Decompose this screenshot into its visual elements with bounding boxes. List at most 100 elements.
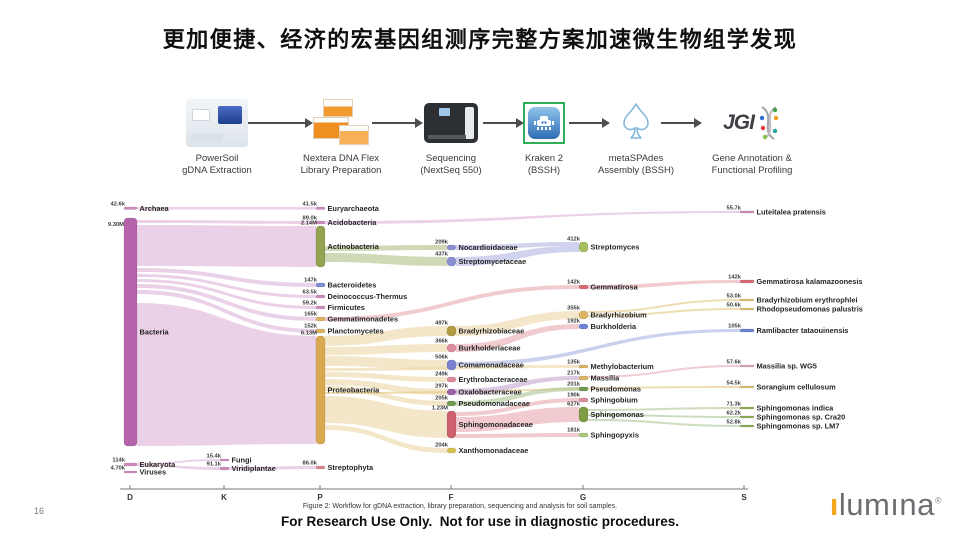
sankey-node — [739, 415, 755, 419]
sankey-flow — [456, 242, 579, 250]
sankey-node-value: 412k — [567, 237, 581, 243]
sankey-node-value: 105k — [728, 324, 742, 330]
sankey-flow — [456, 376, 579, 395]
sankey-node — [578, 432, 589, 438]
sankey-flow — [588, 365, 740, 378]
sankey-node — [739, 328, 755, 333]
sankey-node — [315, 335, 326, 445]
sankey-node-label: Rhodopseudomonas palustris — [757, 305, 863, 314]
logo-accent-bar: ı — [829, 487, 839, 522]
sankey-node-value: 217k — [567, 371, 581, 377]
sankey-node — [739, 424, 755, 428]
step-sublabel: (BSSH) — [527, 165, 561, 177]
sankey-node — [123, 217, 138, 447]
sankey-node-label: Bradyrhizobiaceae — [459, 327, 525, 336]
workflow-step-nextera: Nextera DNA Flex Library Preparation — [281, 97, 401, 178]
sankey-flow — [456, 324, 579, 352]
sankey-flow — [325, 344, 447, 355]
arrow-right-icon — [483, 118, 524, 128]
sankey-node-value: 54.5k — [726, 381, 741, 387]
sankey-node — [315, 305, 326, 310]
sankey-node — [578, 375, 589, 381]
sankey-node — [315, 294, 326, 299]
sankey-node-value: 91.1k — [206, 462, 221, 468]
step-label: Gene Annotation & — [712, 153, 792, 164]
x-axis-tick-label: K — [221, 493, 227, 502]
x-axis-tick-label: P — [317, 493, 323, 502]
sankey-flow — [588, 419, 740, 427]
step-label: PowerSoil — [195, 153, 239, 164]
sankey-node — [739, 298, 755, 302]
sankey-node — [446, 410, 457, 439]
sankey-node-value: 9.30M — [108, 222, 124, 228]
sankey-node — [123, 206, 138, 210]
sankey-node-label: Erythrobacteraceae — [459, 375, 528, 384]
sankey-node — [739, 279, 755, 284]
sankey-flow — [325, 356, 447, 370]
sankey-flow — [325, 386, 447, 406]
step-sublabel: Functional Profiling — [711, 165, 793, 177]
sankey-node-label: Gemmatimonadetes — [328, 315, 399, 324]
sankey-flow — [325, 285, 579, 321]
sankey-flow — [229, 466, 316, 470]
sankey-node-label: Gemmatirosa — [591, 283, 639, 292]
sankey-node — [315, 206, 326, 210]
sankey-node — [315, 465, 326, 470]
sankey-node-value: 4.70k — [110, 466, 125, 472]
sankey-node-label: Xanthomonadaceae — [459, 446, 529, 455]
step-sublabel: Library Preparation — [300, 165, 382, 177]
sankey-node-value: 57.6k — [726, 360, 741, 366]
sankey-node-label: Viridiplantae — [232, 464, 276, 473]
sankey-node-label: Ramlibacter tataouinensis — [757, 326, 849, 335]
sankey-node — [446, 325, 457, 337]
sankey-node-value: 205k — [435, 396, 449, 402]
sankey-flow — [456, 387, 579, 406]
step-label: Kraken 2 — [524, 153, 564, 164]
sankey-node-value: 41.5k — [302, 202, 317, 208]
sankey-node-label: Streptomycetaceae — [459, 257, 527, 266]
arrow-right-icon — [661, 118, 702, 128]
sankey-node — [315, 328, 326, 334]
sankey-node-value: 190k — [567, 393, 581, 399]
sankey-node-value: 497k — [435, 321, 449, 327]
x-axis-tick-label: G — [580, 493, 586, 502]
sankey-flow — [325, 326, 447, 346]
sankey-node-value: 181k — [567, 428, 581, 434]
page-number: 16 — [34, 506, 45, 516]
step-label: Nextera DNA Flex — [302, 153, 380, 164]
arrow-right-icon — [372, 118, 423, 128]
sankey-node-value: 627k — [567, 402, 581, 408]
workflow-step-jgi: JGI Gene Annotation & Functional Profili… — [687, 97, 817, 178]
page-title: 更加便捷、经济的宏基因组测序完整方案加速微生物组学发现 — [162, 27, 798, 52]
sankey-node — [446, 388, 457, 396]
sankey-node-value: 59.2k — [302, 301, 317, 307]
sankey-node — [739, 406, 755, 410]
sankey-flow — [137, 279, 316, 309]
sankey-node-label: Massilia — [591, 374, 621, 383]
sankey-node — [315, 282, 326, 288]
sankey-node-label: Sphingomonas sp. Cra20 — [757, 413, 846, 422]
sankey-flow — [325, 386, 740, 394]
x-axis-tick-label: D — [127, 493, 133, 502]
sankey-node — [446, 376, 457, 383]
sankey-node-value: 152k — [304, 324, 318, 330]
sankey-node — [123, 462, 138, 467]
sankey-node-label: Pseudomonas — [591, 385, 642, 394]
sankey-node-label: Bacteria — [140, 328, 170, 337]
sankey-node — [315, 225, 326, 268]
sankey-node-value: 297k — [435, 384, 449, 390]
sankey-flow — [325, 372, 447, 382]
dna-helix-icon — [759, 106, 779, 140]
arrow-right-icon — [248, 118, 313, 128]
sankey-flow — [456, 407, 579, 432]
sankey-node-value: 192k — [567, 319, 581, 325]
registered-mark: ® — [934, 495, 942, 506]
sankey-node — [739, 210, 755, 214]
sankey-node-value: 42.6k — [110, 202, 125, 208]
sankey-node — [446, 244, 457, 251]
sankey-flow — [456, 398, 579, 416]
sankey-node — [578, 284, 589, 290]
sankey-node-value: 15.4k — [206, 454, 221, 460]
sankey-node — [739, 307, 755, 311]
